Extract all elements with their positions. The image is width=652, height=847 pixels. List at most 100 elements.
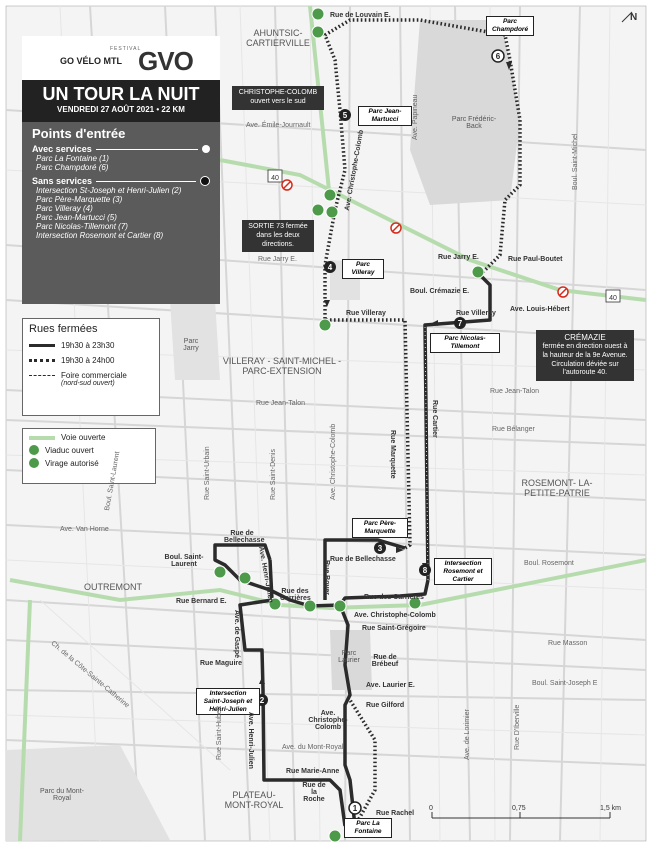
cremazie-title: CRÉMAZIE (564, 333, 606, 342)
entry-points-title: Points d'entrée (32, 126, 126, 141)
street-label: Ave. Papineau (412, 94, 419, 140)
street-label: Rue Jean-Talon (490, 388, 540, 395)
legend-closed-streets: Rues fermées 19h30 à 23h30 19h30 à 24h00… (22, 318, 160, 416)
street-label: Rue Bernard E. (176, 598, 227, 605)
no-entry-icon (557, 286, 569, 298)
street-label: Rue Jean-Talon (256, 400, 306, 407)
brand-name: GO VÉLO MTL (60, 56, 122, 66)
street-label: Rue des Carrières (280, 588, 311, 602)
street-label: Rue de la Roche (302, 782, 326, 803)
north-arrow: N (621, 11, 637, 23)
scale-bar: 0 0,75 1,5 km (429, 805, 621, 819)
svg-text:40: 40 (609, 295, 617, 302)
svg-text:0: 0 (429, 805, 433, 812)
festival-label: FESTIVAL (110, 46, 142, 52)
list-item: Parc La Fontaine (1) (36, 154, 109, 163)
header-panel: FESTIVAL GO VÉLO MTL GVO UN TOUR LA NUIT… (22, 36, 220, 304)
sortie73-callout: SORTIE 73 fermée dans les deux direction… (242, 220, 314, 253)
hwy40-shield: 40 (605, 289, 621, 303)
svg-text:5: 5 (343, 111, 348, 120)
street-label: Rue Paul-Boutet (508, 256, 563, 263)
stop-label: Intersection Saint-Joseph et Henri-Julie… (196, 688, 260, 716)
street-label: Rue Rachel (376, 810, 415, 817)
park-label: Parc Frédéric-Back (451, 116, 497, 130)
no-entry-icon (281, 179, 293, 191)
district-label: PLATEAU- MONT-ROYAL (224, 790, 284, 810)
svg-text:7: 7 (458, 319, 463, 328)
svg-text:40: 40 (271, 175, 279, 182)
list-item: Parc Jean-Martucci (5) (36, 213, 117, 222)
route-dashed (323, 18, 522, 827)
open-road-icon (29, 435, 55, 440)
logo-block: FESTIVAL GO VÉLO MTL GVO (22, 36, 220, 80)
dashed-line-icon (29, 359, 55, 362)
christophe-colomb-callout: CHRISTOPHE-COLOMB ouvert vers le sud (232, 86, 324, 110)
cremazie-text: fermée en direction ouest à la hauteur d… (542, 343, 628, 377)
list-item: Parc Père-Marquette (3) (36, 195, 123, 204)
without-services-label: Sans services (32, 176, 210, 186)
svg-text:0,75: 0,75 (512, 805, 526, 812)
svg-text:1: 1 (353, 804, 358, 813)
street-label: Rue D'Iberville (514, 704, 521, 750)
street-label: Rue de Louvain E. (330, 12, 391, 19)
park-label: Parc du Mont-Royal (40, 788, 84, 802)
park-label: Parc Laurier (338, 650, 360, 664)
street-label: Ave. Émile-Journault (246, 122, 311, 129)
street-label: Rue Villeray (456, 310, 496, 317)
filled-circle-icon (200, 176, 210, 186)
street-label: Ave. Henri-Julien (247, 712, 254, 769)
district-label: OUTREMONT (84, 582, 142, 592)
legend-item: Voie ouverte (61, 433, 106, 442)
hwy40-shield: 40 (267, 169, 283, 183)
street-label: Boul. Saint-Laurent (164, 554, 204, 568)
open-circle-icon (202, 145, 210, 153)
street-label: Rue Maguire (200, 660, 243, 667)
brand-logo: GVO (138, 46, 194, 76)
svg-text:8: 8 (423, 566, 428, 575)
street-label: Rue des Carrières (364, 594, 424, 601)
stop-label: Parc La Fontaine (344, 818, 392, 838)
page-title: UN TOUR LA NUIT (42, 84, 200, 104)
legend-item: 19h30 à 24h00 (61, 356, 115, 365)
turn-icon (29, 458, 39, 468)
dotted-line-icon (29, 374, 55, 377)
street-label: Rue de Bellechasse (330, 556, 396, 563)
street-label: Rue Saint-Grégoire (362, 625, 426, 632)
viaduct-icon (29, 445, 39, 455)
legend-title: Rues fermées (29, 323, 98, 335)
street-label: Ave. de Lorimier (464, 709, 471, 760)
stop-label: Parc Jean-Martucci (358, 106, 412, 126)
stop-label: Parc Père-Marquette (352, 518, 408, 538)
legend-icons: Voie ouverte Viaduc ouvert Virage autori… (22, 428, 156, 484)
street-label: Ave. du Mont-Royal (282, 744, 344, 751)
list-item: Parc Nicolas-Tillemont (7) (36, 222, 128, 231)
street-label: Boul. Rosemont (524, 560, 574, 567)
street-label: Rue Masson (548, 640, 588, 647)
legend-item: (nord-sud ouvert) (61, 380, 115, 387)
park-label: Parc Jarry (183, 338, 199, 352)
list-item: Parc Champdoré (6) (36, 163, 109, 172)
street-label: Ave. Laurier E. (366, 682, 415, 689)
street-label: Boul. Saint-Michel (572, 133, 579, 190)
page-subtitle: VENDREDI 27 AOÛT 2021 • 22 KM (57, 105, 185, 114)
cremazie-callout: CRÉMAZIE fermée en direction ouest à la … (536, 330, 634, 381)
street-label: Rue Bélanger (492, 426, 535, 433)
street-label: Rue Jarry E. (258, 256, 297, 263)
svg-text:N: N (630, 12, 637, 23)
svg-text:3: 3 (378, 544, 383, 553)
street-label: Ave. Christophe-Colomb (354, 612, 436, 619)
street-label: Boul. Crémazie E. (410, 288, 470, 295)
street-label: Rue Jarry E. (438, 254, 479, 261)
street-label: Rue Marie-Anne (286, 768, 340, 775)
legend-item: Viaduc ouvert (45, 445, 94, 455)
svg-text:2: 2 (260, 696, 265, 705)
street-label: Rue Saint-Hubert (216, 705, 223, 760)
street-label: Rue Marquette (389, 430, 396, 479)
street-label: Rue Villeray (346, 310, 386, 317)
viaduct-icons (213, 7, 485, 843)
street-label: Rue Gilford (366, 702, 405, 709)
street-label: Rue Saint-Urbain (204, 446, 211, 500)
with-services-label: Avec services (32, 144, 210, 154)
district-label: VILLERAY - SAINT-MICHEL - PARC-EXTENSION (222, 356, 342, 376)
street-label: Rue de Brébeuf (371, 654, 399, 668)
